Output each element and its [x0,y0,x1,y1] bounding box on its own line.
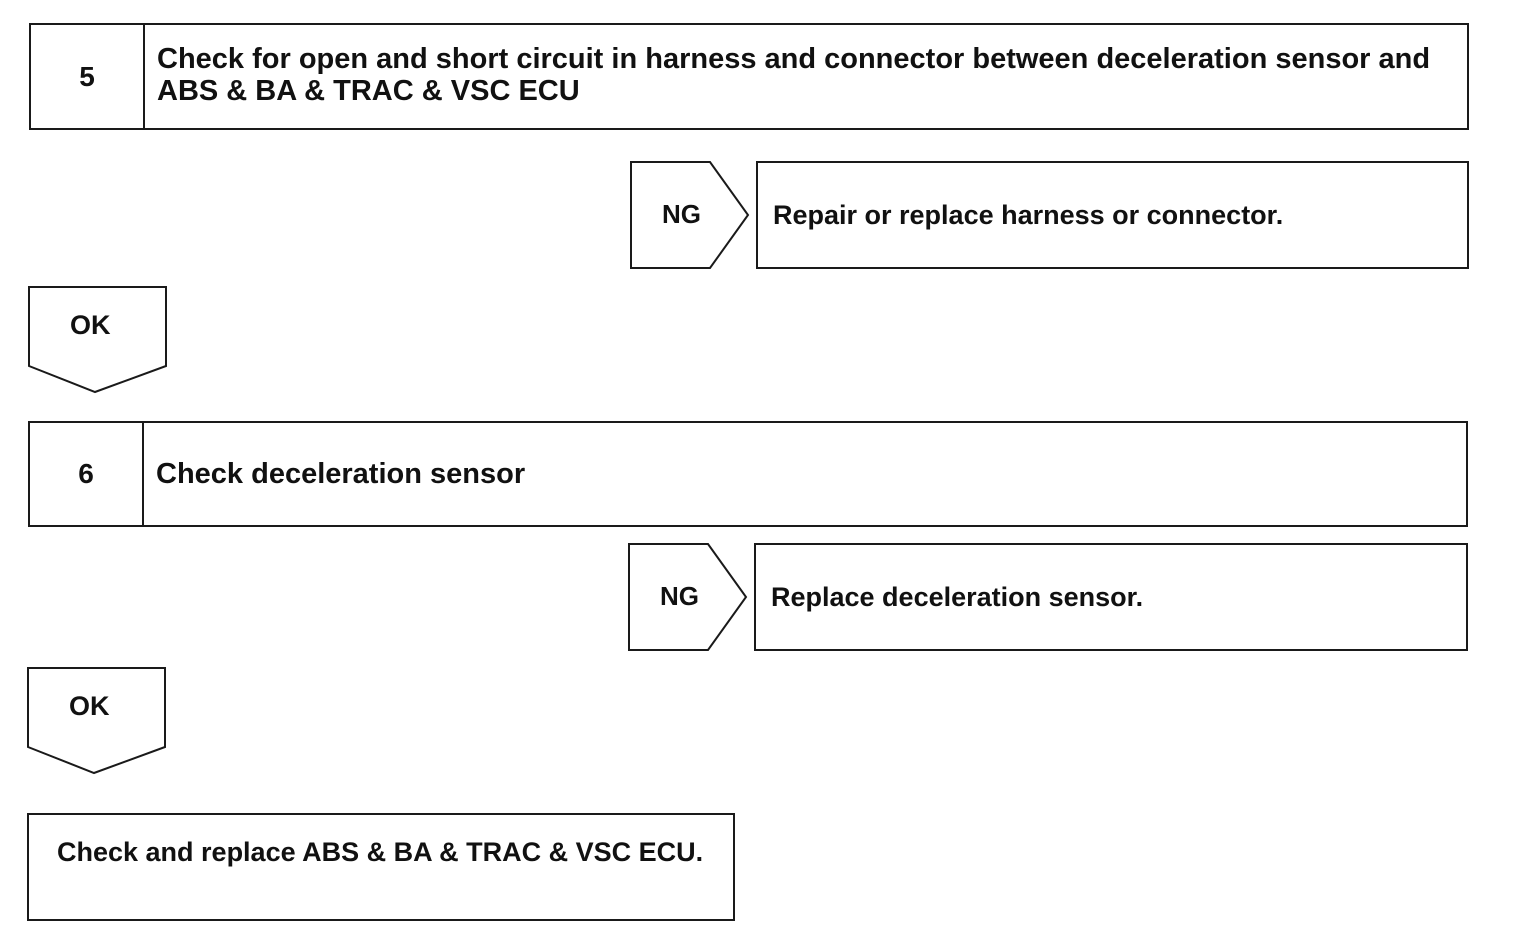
step-5-box: 5 Check for open and short circuit in ha… [29,23,1469,130]
step-5-number: 5 [31,25,145,128]
step-5-ng-arrow: NG [630,161,750,269]
step-5-ng-action: Repair or replace harness or connector. [756,161,1469,269]
step-5-ok-label: OK [70,310,111,340]
ok-arrow-shape [27,667,166,775]
ng-arrow-shape [628,543,748,651]
step-6-text: Check deceleration sensor [156,458,526,490]
step-6-ok-label: OK [69,691,110,721]
final-action-box: Check and replace ABS & BA & TRAC & VSC … [27,813,735,921]
step-6-ok-arrow: OK [27,667,167,775]
step-6-ng-label: NG [660,581,699,611]
step-6-number: 6 [30,423,144,525]
step-6-box: 6 Check deceleration sensor [28,421,1468,527]
step-5-ok-arrow: OK [28,286,168,394]
ok-arrow-shape [28,286,167,394]
step-6-ng-action: Replace deceleration sensor. [754,543,1468,651]
ng-arrow-shape [630,161,750,269]
step-5-ng-label: NG [662,199,701,229]
step-6-ng-arrow: NG [628,543,748,651]
step-5-text: Check for open and short circuit in harn… [157,43,1431,107]
